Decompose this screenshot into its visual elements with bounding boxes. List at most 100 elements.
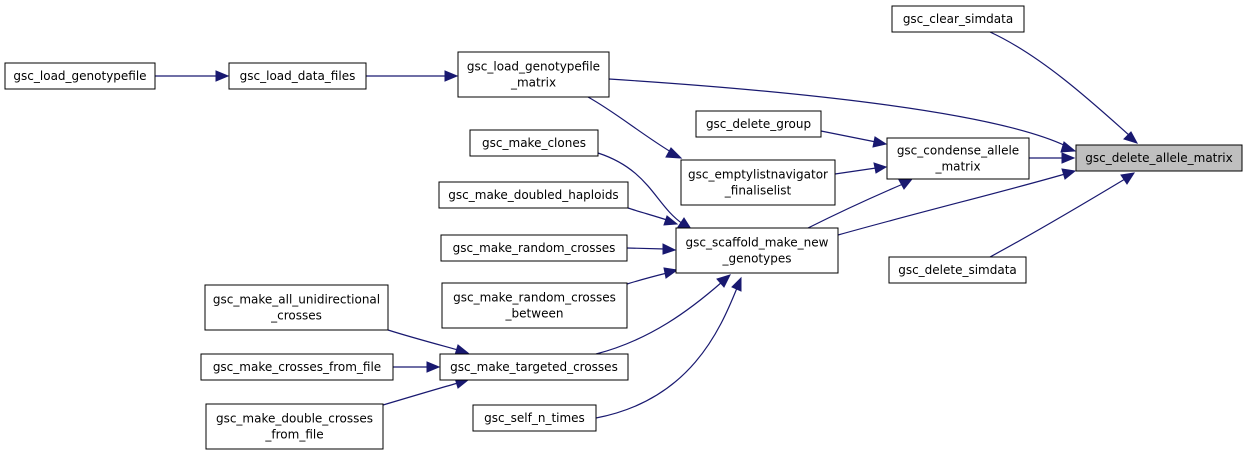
node-box xyxy=(200,353,394,381)
arrowhead-icon xyxy=(663,215,679,226)
node-delete-simdata[interactable]: gsc_delete_simdata xyxy=(888,256,1027,284)
arrowhead-icon xyxy=(898,178,914,190)
node-box xyxy=(440,234,628,262)
edge-line xyxy=(595,281,723,355)
node-label: gsc_make_doubled_haploids xyxy=(448,188,618,202)
edge-delete_group-to-condense_allele_matrix xyxy=(820,130,888,148)
edge-line xyxy=(834,167,877,175)
arrowhead-icon xyxy=(426,361,441,373)
node-label: gsc_scaffold_make_new xyxy=(686,236,829,250)
arrowhead-icon xyxy=(444,70,459,82)
arrowhead-icon xyxy=(662,243,677,255)
node-label: gsc_delete_allele_matrix xyxy=(1085,151,1233,165)
edge-self_n_times-to-scaffold_make_new_genotypes xyxy=(595,276,742,419)
arrowhead-icon xyxy=(677,217,693,230)
node-label: gsc_load_data_files xyxy=(240,69,356,83)
node-box xyxy=(675,227,839,274)
node-label: _between xyxy=(505,307,564,321)
edge-make_doubled_haploids-to-scaffold_make_new_genotypes xyxy=(627,207,679,226)
node-make-clones[interactable]: gsc_make_clones xyxy=(469,129,599,157)
node-load-genotypefile-matrix[interactable]: gsc_load_genotypefile _matrix xyxy=(457,51,610,98)
node-make-all-unidirectional-crosses[interactable]: gsc_make_all_unidirectional _crosses xyxy=(204,284,389,331)
node-box xyxy=(4,62,156,90)
arrowhead-icon xyxy=(1123,131,1139,144)
arrowhead-icon xyxy=(731,276,742,292)
node-label: gsc_make_crosses_from_file xyxy=(213,360,381,374)
edge-line xyxy=(595,287,738,419)
node-delete-allele-matrix[interactable]: gsc_delete_allele_matrix xyxy=(1075,144,1243,172)
node-label: gsc_load_genotypefile xyxy=(467,60,600,74)
node-label: _from_file xyxy=(264,428,323,442)
node-clear-simdata[interactable]: gsc_clear_simdata xyxy=(891,5,1025,33)
node-box xyxy=(472,404,597,432)
node-make-crosses-from-file[interactable]: gsc_make_crosses_from_file xyxy=(200,353,394,381)
arrowhead-icon xyxy=(215,70,230,82)
node-box xyxy=(439,353,629,381)
node-label: gsc_make_random_crosses xyxy=(453,291,616,305)
edge-line xyxy=(820,130,877,143)
node-scaffold-make-new-genotypes[interactable]: gsc_scaffold_make_new_genotypes xyxy=(675,227,839,274)
arrowhead-icon xyxy=(1060,141,1077,153)
arrowhead-icon xyxy=(1061,152,1076,164)
edge-make_all_unidirectional_crosses-to-make_targeted_crosses xyxy=(387,329,470,356)
node-delete-group[interactable]: gsc_delete_group xyxy=(695,110,822,138)
node-box xyxy=(695,110,822,138)
node-label: gsc_make_all_unidirectional xyxy=(213,293,380,307)
node-box xyxy=(680,159,836,206)
arrowhead-icon xyxy=(873,162,888,174)
node-self-n-times[interactable]: gsc_self_n_times xyxy=(472,404,597,432)
edge-make_double_crosses_from_file-to-make_targeted_crosses xyxy=(382,377,470,406)
arrowhead-icon xyxy=(665,147,683,159)
edge-load_genotypefile-to-load_data_files xyxy=(155,70,230,82)
node-make-targeted-crosses[interactable]: gsc_make_targeted_crosses xyxy=(439,353,629,381)
edge-load_genotypefile_matrix-to-delete_allele_matrix xyxy=(608,78,1077,153)
arrowhead-icon xyxy=(1120,172,1136,185)
node-make-doubled-haploids[interactable]: gsc_make_doubled_haploids xyxy=(438,181,629,209)
node-box xyxy=(891,5,1025,33)
edge-line xyxy=(807,183,904,229)
nodes-layer: gsc_delete_allele_matrix gsc_clear_simdat… xyxy=(4,5,1243,450)
edge-make_random_crosses-to-scaffold_make_new_genotypes xyxy=(626,243,677,255)
edge-load_genotypefile_matrix-to-emptylistnavigator_finaliselist xyxy=(587,96,683,159)
node-make-random-crosses[interactable]: gsc_make_random_crosses xyxy=(440,234,628,262)
edge-line xyxy=(989,178,1126,258)
node-label: gsc_clear_simdata xyxy=(903,12,1013,26)
node-box xyxy=(438,181,629,209)
edge-delete_simdata-to-delete_allele_matrix xyxy=(989,172,1136,258)
node-box xyxy=(457,51,610,98)
node-condense-allele-matrix[interactable]: gsc_condense_allele _matrix xyxy=(886,137,1030,180)
node-load-data-files[interactable]: gsc_load_data_files xyxy=(228,62,367,90)
node-box xyxy=(205,403,384,450)
node-label: gsc_make_clones xyxy=(482,136,586,150)
edge-emptylistnavigator_finaliselist-to-condense_allele_matrix xyxy=(834,162,888,175)
edge-make_crosses_from_file-to-make_targeted_crosses xyxy=(393,361,441,373)
arrowhead-icon xyxy=(663,267,679,279)
node-label: gsc_self_n_times xyxy=(484,411,585,425)
edge-scaffold_make_new_genotypes-to-delete_allele_matrix xyxy=(837,168,1077,236)
node-emptylistnavigator-finaliselist[interactable]: gsc_emptylistnavigator_finaliselist xyxy=(680,159,836,206)
edges-layer xyxy=(155,31,1139,419)
node-load-genotypefile[interactable]: gsc_load_genotypefile xyxy=(4,62,156,90)
edge-clear_simdata-to-delete_allele_matrix xyxy=(989,31,1139,144)
node-label: _crosses xyxy=(270,309,322,323)
edge-load_data_files-to-load_genotypefile_matrix xyxy=(366,70,459,82)
node-label: gsc_load_genotypefile xyxy=(13,69,146,83)
node-label: _matrix xyxy=(510,76,556,90)
edge-line xyxy=(597,152,684,225)
node-make-double-crosses-from-file[interactable]: gsc_make_double_crosses _from_file xyxy=(205,403,384,450)
node-box xyxy=(1075,144,1243,172)
node-make-random-crosses-between[interactable]: gsc_make_random_crosses _between xyxy=(441,282,628,329)
node-label: gsc_delete_group xyxy=(706,117,811,131)
edge-make_targeted_crosses-to-scaffold_make_new_genotypes xyxy=(595,274,731,355)
node-box xyxy=(228,62,367,90)
edge-line xyxy=(989,31,1131,137)
node-label: _finaliselist xyxy=(724,184,792,198)
node-label: gsc_make_double_crosses xyxy=(216,412,373,426)
node-label: _matrix xyxy=(934,160,980,174)
node-box xyxy=(441,282,628,329)
edge-line xyxy=(587,96,672,153)
edge-line xyxy=(382,382,459,406)
node-label: gsc_condense_allele xyxy=(897,144,1019,158)
arrowhead-icon xyxy=(716,274,731,288)
